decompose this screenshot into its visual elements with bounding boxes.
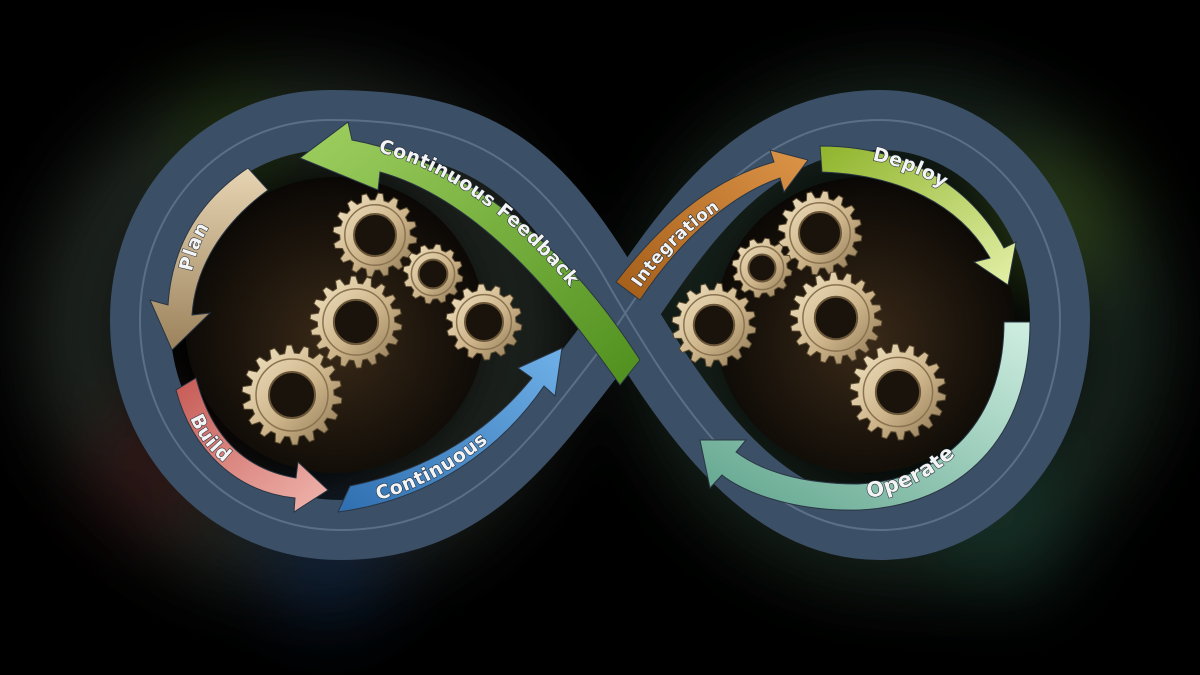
gear-icon <box>777 190 863 276</box>
build-arrow <box>175 377 329 513</box>
integration-arrow <box>615 149 809 301</box>
gear-icon <box>671 282 757 368</box>
continuous-feedback-arrow <box>298 121 641 386</box>
gear-icon <box>332 192 418 278</box>
gear-icon <box>445 283 523 361</box>
continuous-arrow <box>337 347 563 513</box>
gear-icon <box>241 344 343 446</box>
gear-icon <box>402 243 464 305</box>
plan-arrow <box>149 167 269 351</box>
gear-icon <box>789 271 883 365</box>
gear-cluster <box>241 190 947 446</box>
stage-arrows <box>149 121 1031 513</box>
gear-icon <box>849 343 947 441</box>
gear-icon <box>731 237 793 299</box>
gear-icon <box>309 275 403 369</box>
operate-arrow <box>699 321 1031 511</box>
deploy-arrow <box>819 145 1017 286</box>
